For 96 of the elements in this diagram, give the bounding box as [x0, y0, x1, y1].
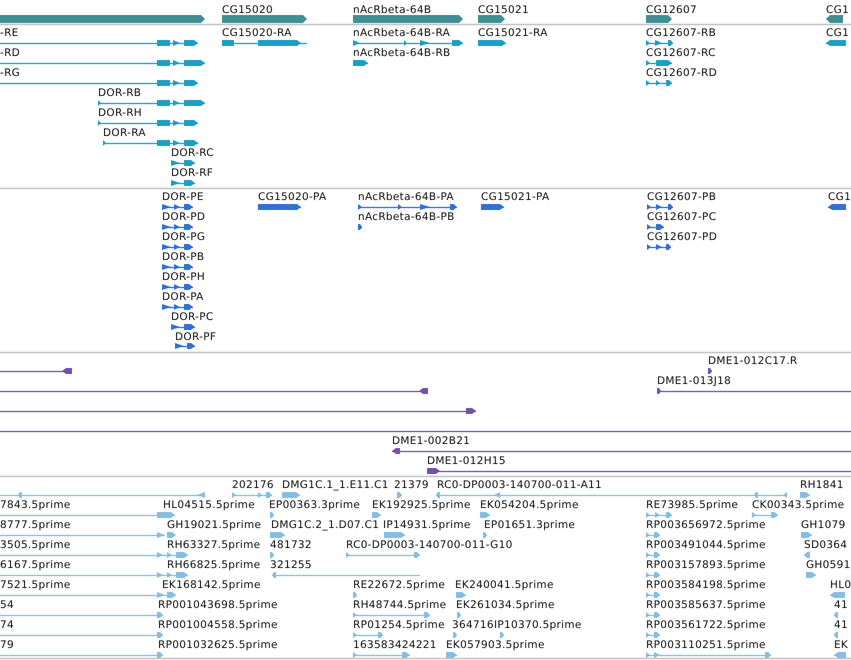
- feature-label: -RD: [0, 46, 20, 60]
- feature-label: nAcRbeta-64B-PA: [358, 190, 454, 204]
- feature-label: DMG1C.1_1.E11.C1: [282, 478, 389, 492]
- feature-label: RP003656972.5prime: [646, 518, 766, 532]
- feature-label: DOR-PH: [162, 270, 206, 284]
- feature-label: EK261034.5prime: [456, 598, 555, 612]
- feature-label: CG12607-PB: [647, 190, 716, 204]
- feature-label: -RE: [0, 26, 19, 40]
- feature-label: RP001004558.5prime: [158, 618, 278, 632]
- feature-label: 481732: [270, 538, 312, 552]
- feature-label: GH1079: [801, 518, 846, 532]
- feature-label: 41: [834, 618, 848, 632]
- feature-label: CG15020-RA: [222, 26, 292, 40]
- feature-label: DME1-002B21: [392, 434, 470, 448]
- feature-label: RC0-DP0003-140700-011-A11: [437, 478, 602, 492]
- feature-label: IP10370.5prime: [494, 618, 582, 632]
- feature-label: 79: [0, 638, 14, 652]
- feature-label: RP003110251.5prime: [646, 638, 766, 652]
- feature-label: 54: [0, 598, 14, 612]
- feature-label: RH66825.5prime: [167, 558, 260, 572]
- feature-label: EP01651.3prime: [484, 518, 576, 532]
- feature-label: DME1-012C17.R: [708, 354, 798, 368]
- feature-label: RC0-DP0003-140700-011-G10: [346, 538, 513, 552]
- feature-label: 41: [834, 598, 848, 612]
- feature-label: RP003157893.5prime: [646, 558, 766, 572]
- feature-label: RP001043698.5prime: [158, 598, 278, 612]
- feature-label: CG12607-PD: [647, 230, 718, 244]
- feature-label: 3505.5prime: [0, 538, 71, 552]
- feature-label: DOR-PB: [162, 250, 204, 264]
- feature-label: DOR-RB: [98, 86, 142, 100]
- feature-label: DOR-RA: [103, 126, 146, 140]
- feature-label: CG15021-RA: [478, 26, 548, 40]
- feature-label: RH48744.5prime: [353, 598, 446, 612]
- feature-label: -RG: [0, 66, 20, 80]
- feature-label: DOR-RF: [171, 166, 214, 180]
- feature-label: DOR-PC: [171, 310, 214, 324]
- feature-label: EK168142.5prime: [162, 578, 261, 592]
- feature-label: CG12607-RC: [646, 46, 716, 60]
- feature-label: RP001032625.5prime: [158, 638, 278, 652]
- feature-label: DOR-RC: [171, 146, 214, 160]
- feature-label: CG12607: [646, 3, 697, 17]
- feature-label: CG15021: [478, 3, 529, 17]
- feature-label: 364716: [452, 618, 494, 632]
- feature-label: 21379: [394, 478, 429, 492]
- feature-label: CG12607-PC: [647, 210, 716, 224]
- feature-label: 7843.5prime: [0, 498, 71, 512]
- feature-label: HL0: [830, 578, 851, 592]
- feature-label: CK00343.5prime: [752, 498, 844, 512]
- feature-label: EK057903.5prime: [446, 638, 545, 652]
- feature-label: EP00363.3prime: [269, 498, 360, 512]
- feature-label: nAcRbeta-64B-RA: [353, 26, 450, 40]
- feature-label: GH0591: [806, 558, 851, 572]
- feature-label: CG1: [828, 190, 851, 204]
- feature-label: EK054204.5prime: [480, 498, 579, 512]
- feature-label: RE22672.5prime: [353, 578, 446, 592]
- feature-label: DOR-PG: [162, 230, 206, 244]
- feature-label: IP14931.5prime: [383, 518, 471, 532]
- feature-label: nAcRbeta-64B: [353, 3, 432, 17]
- feature-label: DOR-PE: [162, 190, 204, 204]
- feature-label: SD0364: [804, 538, 848, 552]
- feature-label: HL04515.5prime: [163, 498, 255, 512]
- feature-label: CG15020-PA: [258, 190, 327, 204]
- feature-label: CG12607-RB: [646, 26, 716, 40]
- feature-label: CG1: [826, 3, 850, 17]
- feature-label: DOR-PF: [175, 330, 216, 344]
- feature-label: DOR-RH: [98, 106, 142, 120]
- feature-label: RP01254.5prime: [353, 618, 445, 632]
- feature-label: DME1-013J18: [657, 374, 732, 388]
- feature-label: RH1841: [800, 478, 844, 492]
- feature-label: EK192925.5prime: [372, 498, 471, 512]
- feature-label: RE73985.5prime: [646, 498, 738, 512]
- feature-label: 321255: [270, 558, 312, 572]
- feature-label: DOR-PD: [162, 210, 206, 224]
- feature-label: 163583424221: [353, 638, 437, 652]
- feature-label: EK: [834, 638, 848, 652]
- feature-label: 74: [0, 618, 14, 632]
- feature-label: CG15020: [222, 3, 273, 17]
- feature-label: nAcRbeta-64B-RB: [353, 46, 451, 60]
- feature-label: 8777.5prime: [0, 518, 71, 532]
- feature-label: CG1: [826, 26, 850, 40]
- feature-label: RP003561722.5prime: [646, 618, 766, 632]
- feature-label: CG12607-RD: [646, 66, 718, 80]
- feature-label: RP003584198.5prime: [646, 578, 766, 592]
- feature-label: DMG1C.2_1.D07.C1: [271, 518, 380, 532]
- feature-label: 6167.5prime: [0, 558, 71, 572]
- feature-label: nAcRbeta-64B-PB: [358, 210, 455, 224]
- feature-label: 202176: [232, 478, 274, 492]
- feature-label: CG15021-PA: [481, 190, 550, 204]
- feature-label: DME1-012H15: [427, 454, 506, 468]
- feature-label: EK240041.5prime: [455, 578, 554, 592]
- feature-label: RH63327.5prime: [167, 538, 260, 552]
- feature-label: RP003585637.5prime: [646, 598, 766, 612]
- feature-label: GH19021.5prime: [167, 518, 262, 532]
- feature-label: 7521.5prime: [0, 578, 71, 592]
- feature-label: DOR-PA: [162, 290, 204, 304]
- feature-label: RP003491044.5prime: [646, 538, 766, 552]
